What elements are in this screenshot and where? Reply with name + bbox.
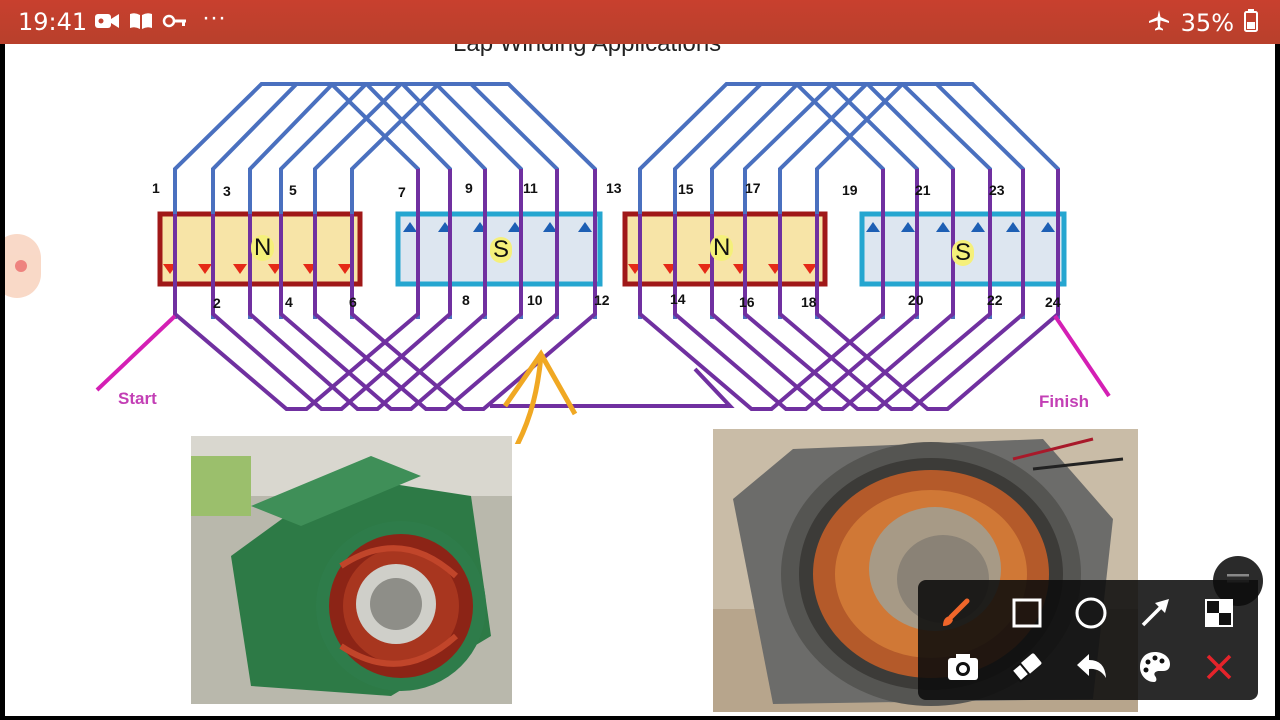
slot-number-18: 18 xyxy=(801,294,817,310)
start-lead xyxy=(95,314,177,392)
coil-bottom-2-3 xyxy=(710,169,955,411)
slot-number-24: 24 xyxy=(1045,294,1061,310)
lap-winding-diagram xyxy=(95,82,1111,444)
flux-arrow xyxy=(578,222,592,232)
flux-arrow xyxy=(1006,222,1020,232)
flux-arrow xyxy=(338,264,352,274)
mosaic-icon[interactable] xyxy=(1194,588,1244,638)
slot-number-16: 16 xyxy=(739,294,755,310)
annotation-arrowhead xyxy=(502,349,578,416)
coil-bottom-1-1 xyxy=(173,169,420,411)
pole-label-s-2: S xyxy=(952,240,975,266)
annotation-arrow xyxy=(514,355,544,444)
coil-bottom-2-5 xyxy=(778,169,1025,411)
flux-arrow xyxy=(901,222,915,232)
coil-bottom-2-1 xyxy=(638,169,885,411)
slot-number-23: 23 xyxy=(989,182,1005,198)
annotation-toolbar xyxy=(918,580,1258,700)
slot-number-9: 9 xyxy=(465,180,473,196)
slot-number-15: 15 xyxy=(678,181,694,197)
circle-icon[interactable] xyxy=(1066,588,1116,638)
brush-icon[interactable] xyxy=(930,588,980,638)
flux-arrow xyxy=(403,222,417,232)
slot-number-19: 19 xyxy=(842,182,858,198)
coil-bottom-1-3 xyxy=(248,169,487,411)
airplane-icon xyxy=(1147,8,1171,38)
battery-percent: 35% xyxy=(1180,9,1234,37)
coil-bottom-1-5 xyxy=(313,169,559,411)
flux-arrow xyxy=(866,222,880,232)
coil-bottom-1-2 xyxy=(211,169,452,411)
arrow-icon[interactable] xyxy=(1130,588,1180,638)
slot-number-5: 5 xyxy=(289,182,297,198)
coil-bottom-1-6 xyxy=(350,169,597,411)
finish-label: Finish xyxy=(1039,392,1090,411)
slot-number-4: 4 xyxy=(285,294,293,310)
flux-arrow xyxy=(1041,222,1055,232)
flux-arrow xyxy=(971,222,985,232)
slot-number-20: 20 xyxy=(908,292,924,308)
status-bar: 19:41 ··· 35% xyxy=(0,0,1280,44)
slot-number-22: 22 xyxy=(987,292,1003,308)
coil-bottom-1-4 xyxy=(279,169,523,411)
start-label: Start xyxy=(118,389,157,408)
undo-icon[interactable] xyxy=(1066,642,1116,692)
flux-arrow xyxy=(698,264,712,274)
slide-title: Lap Winding Applications xyxy=(453,44,721,58)
camera-icon[interactable] xyxy=(938,642,988,692)
close-icon[interactable] xyxy=(1194,642,1244,692)
coil-bottom-2-6 xyxy=(815,169,1060,411)
eraser-icon[interactable] xyxy=(1002,642,1052,692)
rectangle-icon[interactable] xyxy=(1002,588,1052,638)
slot-number-10: 10 xyxy=(527,292,543,308)
slot-number-13: 13 xyxy=(606,180,622,196)
flux-arrow xyxy=(508,222,522,232)
flux-arrow xyxy=(233,264,247,274)
video-camera-icon xyxy=(94,10,120,37)
battery-icon xyxy=(1244,8,1258,38)
more-icon: ··· xyxy=(202,4,226,31)
slot-number-14: 14 xyxy=(670,291,686,307)
book-icon xyxy=(128,10,154,37)
slot-number-12: 12 xyxy=(594,292,610,308)
pole-label-n-1: N xyxy=(251,235,275,261)
slot-number-2: 2 xyxy=(213,295,221,311)
slot-number-7: 7 xyxy=(398,184,406,200)
status-time: 19:41 xyxy=(18,8,88,36)
motor-stator-photo-green xyxy=(191,436,512,704)
pole-label-n-2: N xyxy=(710,235,734,261)
slot-number-8: 8 xyxy=(462,292,470,308)
floating-handle[interactable] xyxy=(5,234,41,298)
pole-label-s-1: S xyxy=(490,237,513,263)
slot-number-21: 21 xyxy=(915,182,931,198)
flux-arrow xyxy=(543,222,557,232)
slot-number-6: 6 xyxy=(349,294,357,310)
slot-number-3: 3 xyxy=(223,183,231,199)
key-icon xyxy=(162,10,188,37)
flux-arrow xyxy=(268,264,282,274)
palette-icon[interactable] xyxy=(1130,642,1180,692)
slot-number-11: 11 xyxy=(523,180,538,196)
coil-bottom-2-2 xyxy=(673,169,919,411)
finish-lead xyxy=(1053,314,1111,398)
slot-number-1: 1 xyxy=(152,180,160,196)
slot-number-17: 17 xyxy=(745,180,761,196)
flux-arrow xyxy=(198,264,212,274)
slide-canvas: Lap Winding Applications 123456789101112… xyxy=(5,44,1275,716)
flux-arrow xyxy=(803,264,817,274)
coil-bottom-2-4 xyxy=(743,169,992,411)
flux-arrow xyxy=(936,222,950,232)
